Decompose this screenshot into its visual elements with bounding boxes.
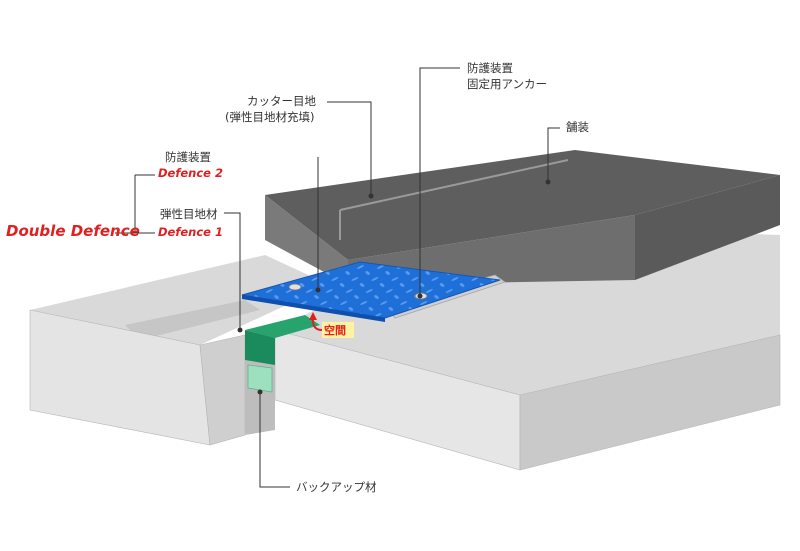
pavement-top xyxy=(265,150,780,260)
cutter-joint xyxy=(339,159,569,211)
right-slab-side xyxy=(519,334,781,471)
space-highlight xyxy=(322,322,354,338)
backup-material xyxy=(247,364,273,393)
defence-2-label: Defence 2 xyxy=(158,166,223,180)
dansei-mejizai-label: 弾性目地材 xyxy=(160,207,218,221)
pavement-end xyxy=(635,175,780,280)
left-slab-groove xyxy=(125,300,260,340)
backup-label: バックアップ材 xyxy=(296,480,377,494)
anchor-label-2: 固定用アンカー xyxy=(467,77,548,91)
space-arrowhead xyxy=(309,312,317,320)
leader-dots xyxy=(237,179,551,395)
cutter-joint-sub-label: (弾性目地材充填) xyxy=(225,110,315,124)
anchor-bolt-left xyxy=(288,283,302,291)
anchor-label-1: 防護装置 xyxy=(467,61,513,75)
left-slab-top xyxy=(30,255,330,345)
cutter-joint-label: カッター目地 xyxy=(247,94,316,108)
double-defence-label: Double Defence xyxy=(6,222,140,240)
protection-plate-edge xyxy=(242,295,385,322)
defence-1-label: Defence 1 xyxy=(158,225,223,239)
kuukan-label: 空間 xyxy=(324,324,346,337)
pavement-front xyxy=(265,195,348,285)
bougo-souchi-label: 防護装置 xyxy=(165,150,211,164)
leader-lines xyxy=(115,67,560,488)
hosou-label: 舗装 xyxy=(566,120,589,134)
elastic-sealant-front xyxy=(245,330,275,365)
elastic-sealant-top xyxy=(245,315,320,338)
